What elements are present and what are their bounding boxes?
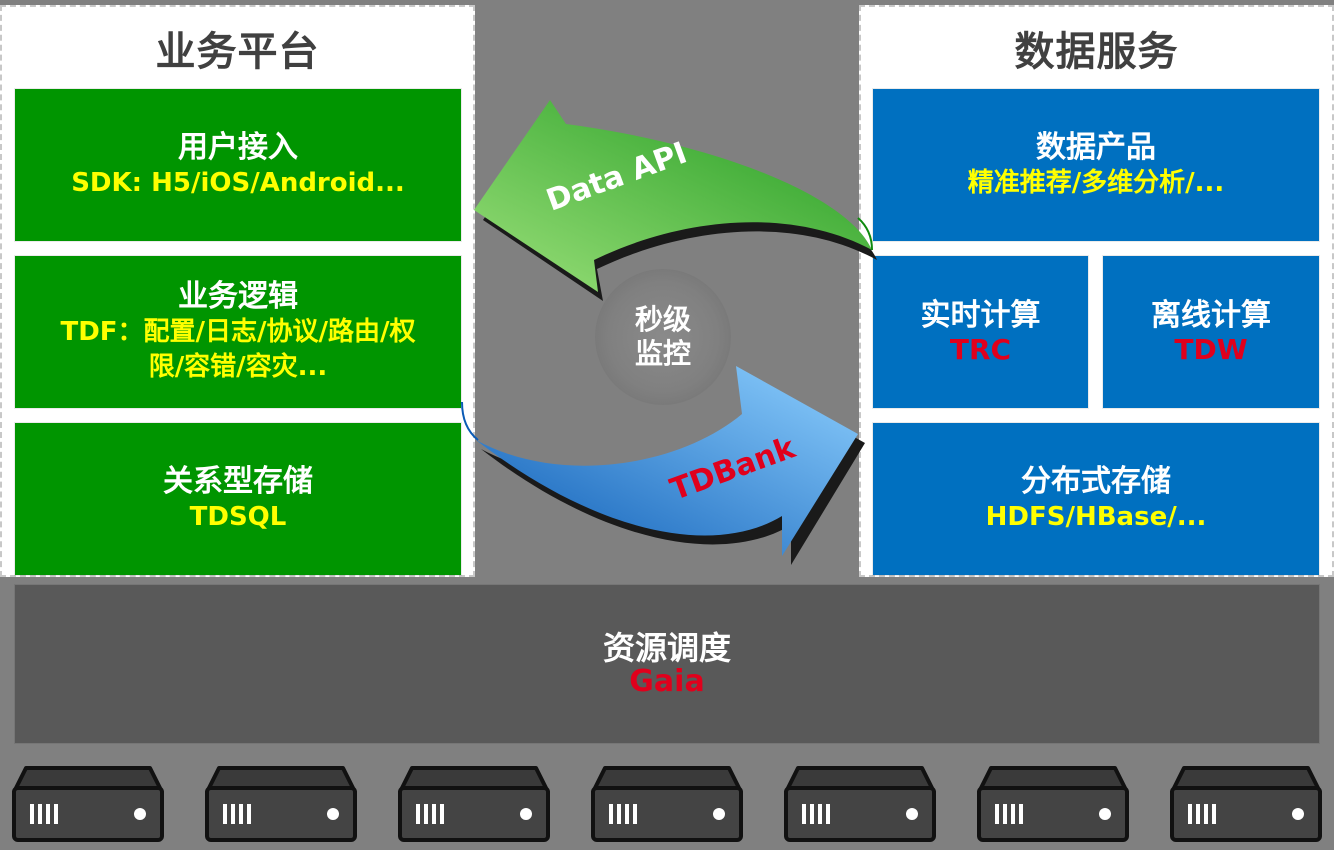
monitor-line2: 监控 xyxy=(634,337,691,370)
data-product-title: 数据产品 xyxy=(1036,129,1156,165)
user-access-subtitle: SDK: H5/iOS/Android... xyxy=(71,167,405,198)
offline-compute-system: TDW xyxy=(1174,333,1248,366)
realtime-compute-system: TRC xyxy=(949,333,1012,366)
distributed-storage-box: 分布式存储 HDFS/HBase/... xyxy=(873,423,1319,575)
business-logic-subtitle-line1: TDF：配置/日志/协议/路由/权 xyxy=(60,317,416,347)
server-row xyxy=(0,760,1334,846)
server-icon xyxy=(203,760,359,846)
data-product-subtitle: 精准推荐/多维分析/... xyxy=(967,167,1225,198)
resource-scheduling-box: 资源调度 Gaia xyxy=(15,585,1319,743)
resource-scheduling-title: 资源调度 xyxy=(602,629,731,667)
server-icon xyxy=(10,760,166,846)
offline-compute-title: 离线计算 xyxy=(1151,298,1271,333)
monitor-circle xyxy=(595,269,731,405)
offline-compute-box: 离线计算 TDW xyxy=(1103,256,1319,408)
server-icon xyxy=(975,760,1131,846)
tdbank-arrow: TDBank xyxy=(461,366,865,565)
business-logic-subtitle-line2: 限/容错/容灾... xyxy=(148,352,328,382)
server-icon xyxy=(1168,760,1324,846)
server-icon xyxy=(589,760,745,846)
realtime-compute-title: 实时计算 xyxy=(920,298,1041,333)
monitor-line1: 秒级 xyxy=(634,303,691,336)
distributed-storage-subtitle: HDFS/HBase/... xyxy=(985,501,1207,532)
relational-storage-title: 关系型存储 xyxy=(163,463,313,499)
data-service-title: 数据服务 xyxy=(1014,29,1179,75)
resource-scheduling-system: Gaia xyxy=(629,664,705,699)
data-product-box: 数据产品 精准推荐/多维分析/... xyxy=(873,89,1319,241)
business-platform-title: 业务平台 xyxy=(155,29,320,75)
relational-storage-box: 关系型存储 TDSQL xyxy=(15,423,461,575)
user-access-title: 用户接入 xyxy=(178,129,298,165)
data-api-arrow: Data API xyxy=(474,100,877,301)
user-access-box: 用户接入 SDK: H5/iOS/Android... xyxy=(15,89,461,241)
server-icon xyxy=(396,760,552,846)
server-icon xyxy=(782,760,938,846)
distributed-storage-title: 分布式存储 xyxy=(1021,463,1171,499)
second-level-monitoring: 秒级 监控 xyxy=(598,282,728,392)
business-logic-box: 业务逻辑 TDF：配置/日志/协议/路由/权 限/容错/容灾... xyxy=(15,256,461,408)
business-logic-title: 业务逻辑 xyxy=(178,279,298,314)
realtime-compute-box: 实时计算 TRC xyxy=(873,256,1088,408)
relational-storage-subtitle: TDSQL xyxy=(189,501,287,532)
